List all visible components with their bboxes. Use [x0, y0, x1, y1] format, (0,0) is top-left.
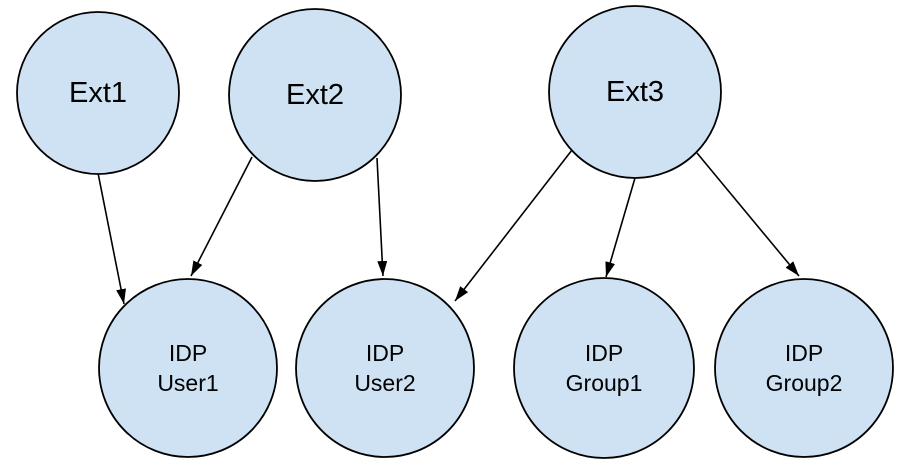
node-label-ext3: Ext3 [606, 76, 664, 108]
edge-ext1-to-idp-user1 [97, 172, 126, 305]
node-idp-user2: IDP User2 [295, 278, 475, 458]
node-circle-idp-group2 [714, 278, 894, 458]
node-idp-user1: IDP User1 [98, 278, 278, 458]
node-circle-idp-group1 [513, 277, 695, 459]
node-ext3: Ext3 [548, 5, 722, 179]
edge-ext3-to-idp-user2 [454, 149, 573, 302]
node-ext2: Ext2 [228, 8, 402, 182]
node-label-idp-group1: IDP Group1 [566, 340, 643, 396]
node-idp-group2: IDP Group2 [714, 278, 894, 458]
node-idp-group1: IDP Group1 [513, 277, 695, 459]
node-label-line: IDP [785, 340, 823, 366]
node-label-line: IDP [585, 340, 623, 366]
edge-ext3-to-idp-group1 [605, 177, 636, 278]
edge-ext2-to-idp-user1 [190, 156, 253, 277]
node-label-line: Group1 [566, 370, 643, 396]
node-label-line: Ext1 [69, 77, 127, 109]
node-label-line: Ext3 [606, 76, 664, 108]
node-circle-ext3 [548, 5, 722, 179]
node-label-line: User2 [354, 370, 415, 396]
node-label-line: IDP [366, 340, 404, 366]
node-label-idp-user1: IDP User1 [157, 340, 218, 396]
node-circle-idp-user1 [98, 278, 278, 458]
node-label-ext2: Ext2 [286, 79, 344, 111]
edges-layer [97, 149, 800, 305]
node-circle-ext1 [16, 11, 180, 175]
node-label-ext1: Ext1 [69, 77, 127, 109]
node-label-line: Group2 [766, 370, 843, 396]
node-label-line: User1 [157, 370, 218, 396]
node-label-line: IDP [169, 340, 207, 366]
node-label-line: Ext2 [286, 79, 344, 111]
node-circle-ext2 [228, 8, 402, 182]
edge-ext3-to-idp-group2 [696, 152, 800, 277]
node-label-idp-group2: IDP Group2 [766, 340, 843, 396]
node-ext1: Ext1 [16, 11, 180, 175]
node-circle-idp-user2 [295, 278, 475, 458]
node-label-idp-user2: IDP User2 [354, 340, 415, 396]
edge-ext2-to-idp-user2 [376, 157, 388, 277]
